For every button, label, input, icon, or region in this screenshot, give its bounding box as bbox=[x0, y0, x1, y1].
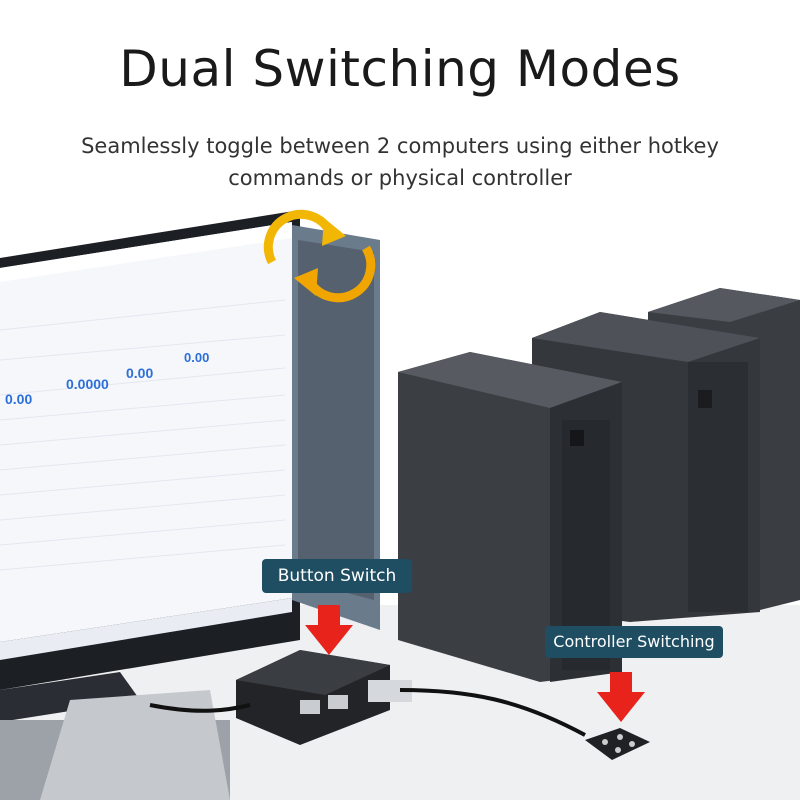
screen-stat-4: 0.00 bbox=[184, 350, 209, 365]
kvm-switch bbox=[236, 650, 412, 745]
down-arrow-icon bbox=[305, 605, 353, 655]
page-title: Dual Switching Modes bbox=[119, 40, 681, 98]
down-arrow-icon bbox=[597, 672, 645, 722]
screen-stat-2: 0.0000 bbox=[66, 376, 109, 392]
controller-switching-label: Controller Switching bbox=[545, 626, 723, 658]
subtitle: Seamlessly toggle between 2 computers us… bbox=[60, 130, 740, 194]
monitor bbox=[0, 210, 380, 800]
subtitle-line-1: Seamlessly toggle between 2 computers us… bbox=[81, 134, 719, 158]
screen-stat-1: 0.00 bbox=[5, 391, 32, 407]
subtitle-line-2: commands or physical controller bbox=[228, 166, 572, 190]
remote-controller bbox=[585, 728, 650, 760]
pc-tower-1 bbox=[398, 352, 622, 682]
screen-stat-3: 0.00 bbox=[126, 365, 153, 381]
button-switch-label: Button Switch bbox=[262, 559, 412, 593]
swap-arrows-icon bbox=[263, 209, 376, 303]
